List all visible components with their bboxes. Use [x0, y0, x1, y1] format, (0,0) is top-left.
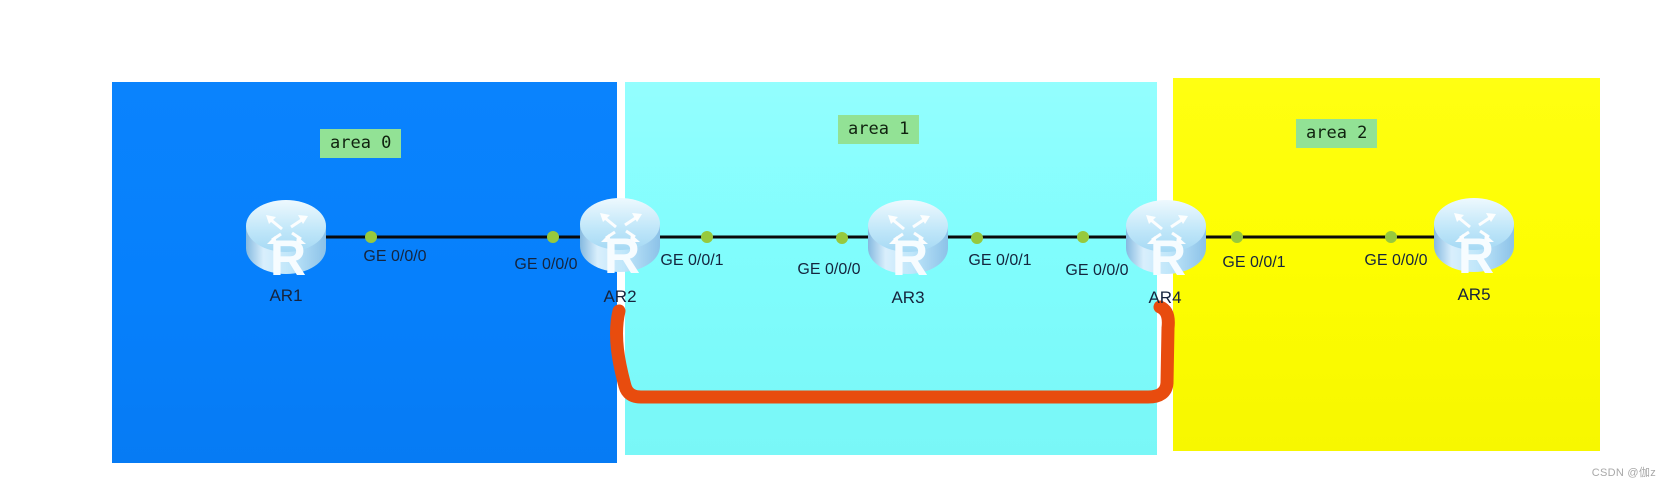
port-dot [365, 231, 377, 243]
area-2-region [1173, 78, 1600, 451]
router-icon [866, 196, 950, 280]
port-dot [1385, 231, 1397, 243]
iface-label-ar2-ge000: GE 0/0/0 [514, 256, 578, 273]
router-ar2[interactable] [578, 194, 662, 278]
iface-label-ar1-ge000: GE 0/0/0 [363, 248, 427, 265]
iface-label-ar4-ge001: GE 0/0/1 [1222, 254, 1286, 271]
router-ar4-label: AR4 [1148, 288, 1182, 307]
port-dot [701, 231, 713, 243]
port-dot [1231, 231, 1243, 243]
router-ar2-label: AR2 [603, 287, 637, 306]
router-ar4[interactable] [1124, 196, 1208, 280]
iface-label-ar4-ge000: GE 0/0/0 [1065, 262, 1129, 279]
highlight-bracket-ar2-ar4 [610, 300, 1175, 404]
iface-label-ar5-ge000: GE 0/0/0 [1364, 252, 1428, 269]
router-ar1[interactable] [244, 196, 328, 280]
router-icon [578, 194, 662, 278]
router-ar5-label: AR5 [1457, 285, 1491, 304]
port-dot [547, 231, 559, 243]
router-ar1-label: AR1 [269, 286, 303, 305]
area-0-label: area 0 [320, 129, 402, 158]
router-ar5[interactable] [1432, 194, 1516, 278]
router-ar3[interactable] [866, 196, 950, 280]
area-2-label: area 2 [1296, 119, 1378, 148]
iface-label-ar3-ge001: GE 0/0/1 [968, 252, 1032, 269]
port-dot [1077, 231, 1089, 243]
port-dots [365, 231, 1397, 244]
router-ar3-label: AR3 [891, 288, 925, 307]
router-icon [1124, 196, 1208, 280]
router-icon [244, 196, 328, 280]
watermark: CSDN @伽z [1591, 467, 1656, 479]
iface-label-ar2-ge001: GE 0/0/1 [660, 252, 724, 269]
router-icon [1432, 194, 1516, 278]
area-1-label: area 1 [838, 115, 920, 144]
port-dot [971, 232, 983, 244]
port-dot [836, 232, 848, 244]
iface-label-ar3-ge000: GE 0/0/0 [797, 261, 861, 278]
